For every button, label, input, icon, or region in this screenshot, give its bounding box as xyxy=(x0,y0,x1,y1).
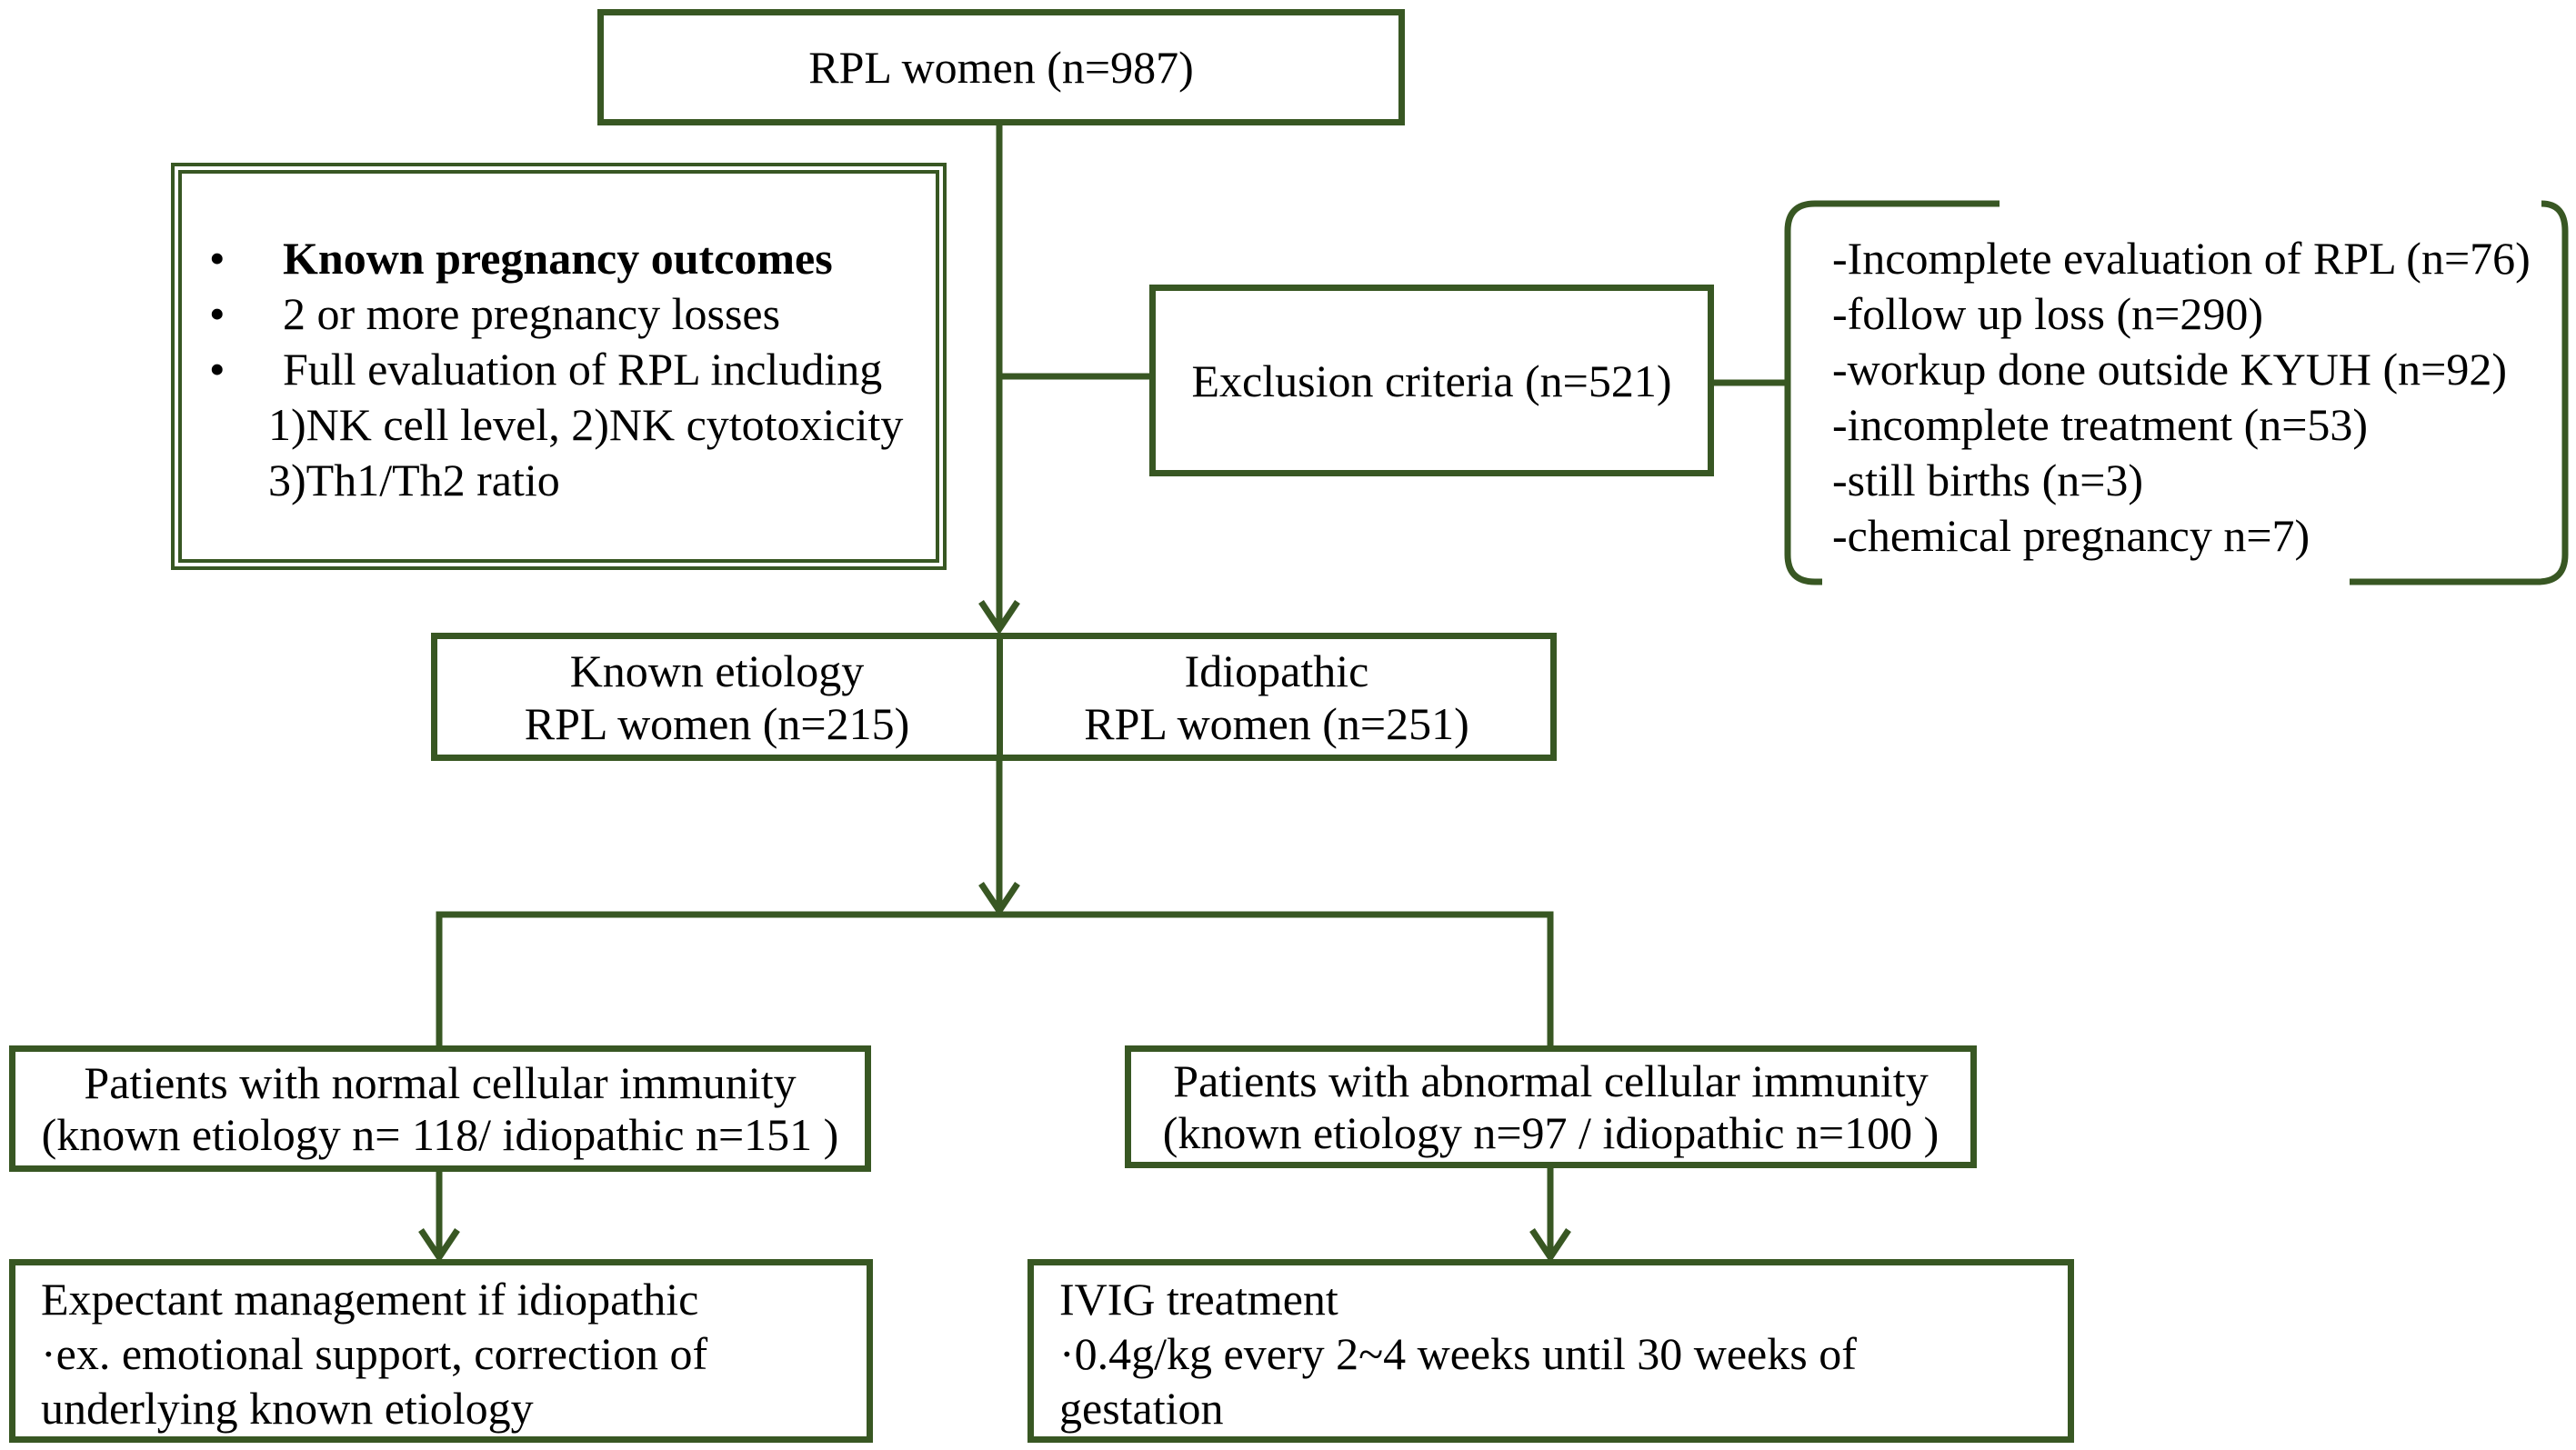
rpl-women-total-box: RPL women (n=987) xyxy=(597,9,1405,125)
inclusion-subitem: 3)Th1/Th2 ratio xyxy=(182,453,936,508)
expectant-management-detail: ·ex. emotional support, correction of xyxy=(41,1328,708,1379)
exclusion-criteria-box: Exclusion criteria (n=521) xyxy=(1149,285,1714,476)
bullet-icon: • xyxy=(209,233,226,284)
abnormal-immunity-title: Patients with abnormal cellular immunity xyxy=(1173,1055,1929,1106)
inclusion-item: • Full evaluation of RPL including xyxy=(182,342,936,397)
exclusion-details-bracket-left xyxy=(1784,200,2000,585)
exclusion-detail-item: -chemical pregnancy n=7) xyxy=(1832,510,2310,561)
exclusion-criteria-label: Exclusion criteria (n=521) xyxy=(1191,355,1672,406)
ivig-treatment-box: IVIG treatment ·0.4g/kg every 2~4 weeks … xyxy=(1027,1259,2074,1443)
down-arrowhead-icon xyxy=(418,1228,460,1264)
ivig-treatment-title: IVIG treatment xyxy=(1059,1274,1338,1325)
inclusion-item: • Known pregnancy outcomes xyxy=(182,231,936,286)
idiopathic-count: RPL women (n=251) xyxy=(1084,697,1469,749)
inclusion-subitem-text: 1)NK cell level, 2)NK cytotoxicity xyxy=(268,399,904,450)
ivig-treatment-detail: ·0.4g/kg every 2~4 weeks until 30 weeks … xyxy=(1059,1328,1857,1379)
inclusion-item-text: Known pregnancy outcomes xyxy=(283,233,833,284)
rpl-women-total-label: RPL women (n=987) xyxy=(808,42,1194,93)
bullet-icon: • xyxy=(209,344,226,395)
exclusion-detail-item: -Incomplete evaluation of RPL (n=76) xyxy=(1832,233,2531,284)
known-etiology-cell: Known etiology RPL women (n=215) xyxy=(437,639,1003,755)
normal-immunity-title: Patients with normal cellular immunity xyxy=(84,1056,797,1108)
down-arrowhead-icon xyxy=(978,600,1020,635)
inclusion-criteria-list: • Known pregnancy outcomes • 2 or more p… xyxy=(182,231,936,508)
inclusion-item-text: 2 or more pregnancy losses xyxy=(283,288,781,339)
exclusion-details-list: -Incomplete evaluation of RPL (n=76) -fo… xyxy=(1832,231,2531,564)
exclusion-details-bracket-right xyxy=(2350,200,2569,585)
normal-immunity-counts: (known etiology n= 118/ idiopathic n=151… xyxy=(41,1108,839,1160)
etiology-split-box: Known etiology RPL women (n=215) Idiopat… xyxy=(431,633,1557,761)
down-arrowhead-icon xyxy=(978,882,1020,917)
normal-immunity-box: Patients with normal cellular immunity (… xyxy=(9,1045,871,1172)
inclusion-item: • 2 or more pregnancy losses xyxy=(182,286,936,342)
ivig-treatment-detail: gestation xyxy=(1059,1383,1224,1434)
expectant-management-box: Expectant management if idiopathic ·ex. … xyxy=(9,1259,873,1443)
connector-immunity-branch xyxy=(436,911,1554,1047)
expectant-management-detail: underlying known etiology xyxy=(41,1383,534,1434)
exclusion-detail-item: -still births (n=3) xyxy=(1832,455,2144,505)
expectant-management-title: Expectant management if idiopathic xyxy=(41,1274,699,1325)
down-arrowhead-icon xyxy=(1529,1228,1571,1264)
inclusion-criteria-box: • Known pregnancy outcomes • 2 or more p… xyxy=(171,163,947,570)
idiopathic-title: Idiopathic xyxy=(1184,645,1369,696)
inclusion-subitem: 1)NK cell level, 2)NK cytotoxicity xyxy=(182,397,936,453)
idiopathic-cell: Idiopathic RPL women (n=251) xyxy=(1003,639,1550,755)
abnormal-immunity-counts: (known etiology n=97 / idiopathic n=100 … xyxy=(1162,1106,1940,1158)
exclusion-detail-item: -incomplete treatment (n=53) xyxy=(1832,399,2369,450)
known-etiology-count: RPL women (n=215) xyxy=(524,697,910,749)
bullet-icon: • xyxy=(209,288,226,339)
exclusion-detail-item: -workup done outside KYUH (n=92) xyxy=(1832,344,2507,395)
inclusion-subitem-text: 3)Th1/Th2 ratio xyxy=(268,455,560,505)
inclusion-item-text: Full evaluation of RPL including xyxy=(283,344,883,395)
abnormal-immunity-box: Patients with abnormal cellular immunity… xyxy=(1125,1045,1977,1168)
known-etiology-title: Known etiology xyxy=(569,645,865,696)
exclusion-detail-item: -follow up loss (n=290) xyxy=(1832,288,2263,339)
